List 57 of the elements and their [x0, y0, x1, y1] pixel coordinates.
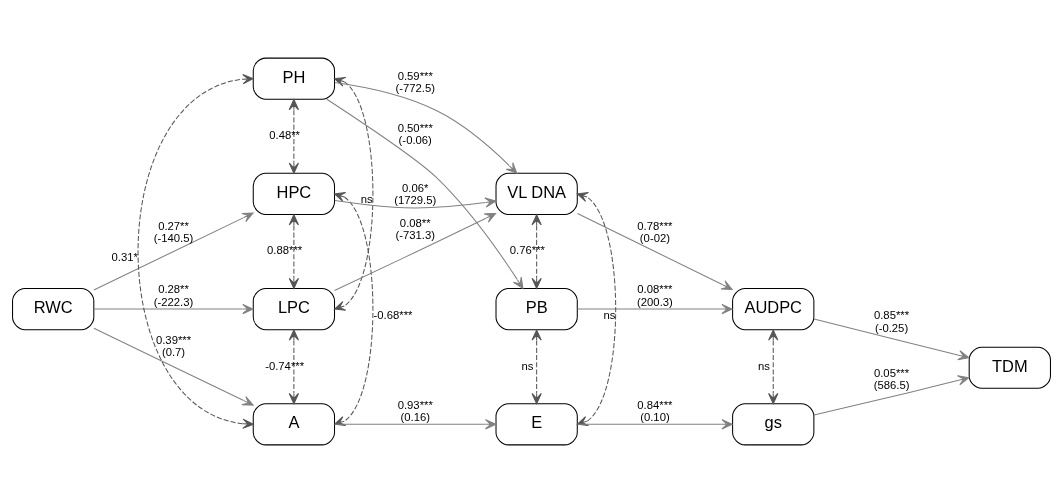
arrow [813, 318, 970, 360]
arrow [326, 98, 524, 289]
arrow [288, 98, 300, 174]
edge-label: 0.76*** [509, 243, 545, 256]
node-box: VL DNA [495, 172, 578, 215]
arrow [334, 212, 497, 291]
arrow [93, 212, 254, 290]
node-box: LPC [252, 287, 336, 330]
node-box: E [495, 402, 578, 445]
edge-label: 0.93*** (0.16) [397, 398, 433, 423]
arrow [288, 328, 300, 404]
edge-label: 0.59*** (-772.5) [395, 69, 436, 94]
edge-label: ns [603, 308, 616, 321]
edge-label: -0.74*** [265, 359, 305, 372]
edge-label: ns [758, 359, 770, 372]
node-box: HPC [252, 172, 336, 215]
edge-label: 0.78*** (0-02) [637, 219, 673, 244]
arrow [93, 327, 254, 406]
node-box: RWC [12, 287, 95, 330]
arrow [137, 73, 254, 429]
node-box: PH [252, 57, 336, 100]
node-box: A [252, 402, 336, 445]
edge-label: 0.48** [269, 128, 301, 141]
arrow [576, 303, 733, 314]
edge-label: 0.28** (-222.3) [153, 282, 194, 308]
node-box: AUDPC [732, 287, 815, 330]
arrow [288, 213, 300, 289]
edge-label: -0.68*** [373, 308, 413, 321]
arrow [334, 76, 374, 311]
edge-label: 0.39*** (0.7) [155, 333, 192, 358]
arrow [93, 303, 254, 314]
arrow [576, 191, 617, 426]
node-box: PB [495, 287, 578, 330]
edge-label: 0.06* (1729.5) [394, 181, 437, 206]
edge-label: 0.50*** (-0.06) [397, 121, 433, 146]
arrow [334, 197, 497, 208]
arrow [576, 418, 733, 429]
edge-label: 0.08** (-731.3) [395, 216, 436, 241]
arrow [813, 374, 970, 416]
arrow [576, 212, 733, 290]
edge-label: 0.27** (-140.5) [153, 219, 194, 244]
edge-label: 0.05*** (586.5) [873, 366, 910, 391]
node-box: gs [732, 402, 815, 445]
arrow [531, 213, 542, 289]
arrow [334, 418, 497, 429]
arrow [334, 191, 374, 426]
edge-label: 0.84*** (0.10) [637, 398, 673, 423]
node-box: TDM [968, 346, 1051, 389]
edge-label: 0.88*** [267, 243, 303, 256]
edge-label: 0.31* [111, 250, 138, 263]
arrow [531, 328, 542, 404]
edge-label: ns [521, 359, 534, 372]
arrow [768, 328, 779, 404]
edge-label: 0.85*** (-0.25) [873, 308, 910, 334]
edge-label: ns [360, 192, 373, 205]
edge-label: 0.08*** (200.3) [637, 282, 673, 308]
arrow [334, 81, 518, 174]
